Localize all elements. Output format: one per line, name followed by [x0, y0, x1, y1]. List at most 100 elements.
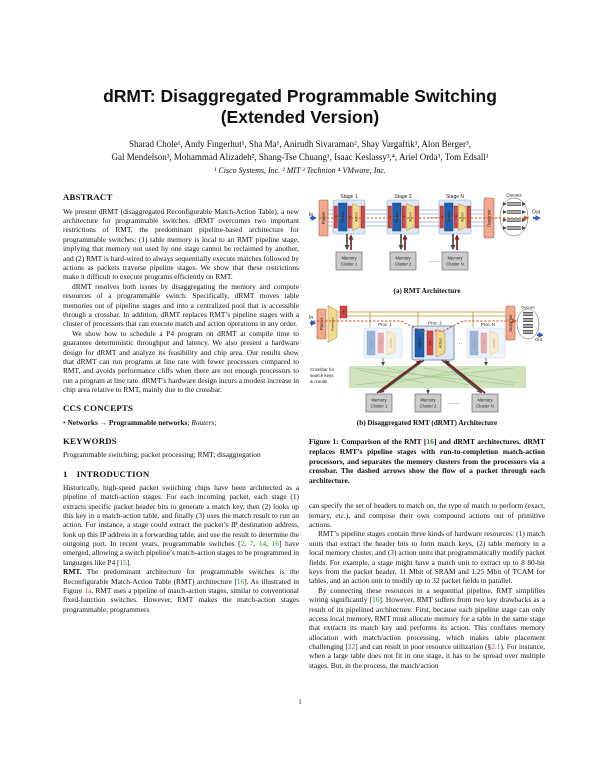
match-label: Match [340, 212, 345, 223]
memory-ellipsis: ······· [429, 259, 441, 265]
queue-icon [523, 329, 533, 334]
memory-cluster-2: Memory Cluster 2 [389, 252, 417, 271]
distributor-block [327, 304, 338, 343]
text-segment: By connecting these resources in a seque… [309, 585, 545, 605]
search-key-arrow-icon [379, 358, 425, 393]
memory-cluster-label: Cluster 1 [371, 403, 388, 408]
text-segment: , [253, 539, 259, 549]
memory-cluster-label: Memory [420, 397, 436, 402]
match-label: Match [472, 337, 476, 347]
text-segment: ] have emerged, allowing a switch pipeli… [63, 539, 299, 567]
memory-cluster-label: Cluster 2 [395, 262, 412, 267]
title-block: dRMT: Disaggregated Programmable Switchi… [0, 0, 600, 175]
introduction-heading: 1 INTRODUCTION [63, 469, 299, 480]
crossbar-label: search keys [310, 373, 334, 378]
text-segment: , [266, 539, 272, 549]
citation-link[interactable]: 15 [119, 557, 127, 567]
text-segment: Programmable switching; packet processin… [63, 450, 261, 460]
stage-label: Stage N [446, 194, 464, 200]
memory-cluster-n: Memory Cluster N [441, 252, 469, 271]
parser-label: Parser [319, 317, 324, 330]
text-segment: ]. As illustrated in Figure [63, 576, 299, 596]
citation-link[interactable]: 16 [236, 576, 245, 586]
match-label: Match [394, 212, 399, 223]
memory-cluster-n: Memory Cluster N [471, 393, 499, 412]
pkt-label: Pkt [454, 215, 458, 219]
memory-cluster-label: Memory [447, 256, 463, 261]
text-segment: RMT’s pipeline stages contain three kind… [309, 529, 545, 586]
text-segment: Networks [67, 417, 98, 427]
text-segment: ; [187, 417, 192, 427]
rmt-stage-1: Stage 1 Pkt Match Pkt Action [332, 194, 366, 251]
citation-link[interactable]: 22 [347, 642, 356, 652]
distributor-label: Distributor [331, 317, 335, 331]
memory-cluster-label: Cluster 2 [420, 403, 437, 408]
body-paragraph: can specify the set of headers to match … [309, 501, 545, 529]
crossbar-label: Crossbar for [310, 367, 335, 372]
processor-ellipsis: ··· [457, 341, 462, 347]
memory-cluster-label: Memory [395, 256, 411, 261]
memory-cluster-label: Cluster N [446, 262, 463, 267]
citation-link[interactable]: 16 [271, 539, 279, 549]
text-segment: → [97, 417, 109, 427]
out-label: Out [535, 337, 543, 342]
affiliations: ¹ Cisco Systems, Inc. ² MIT ³ Technion ⁴… [214, 166, 386, 176]
text-segment: Programmable networks [108, 417, 188, 427]
text-segment: dRMT resolves both issues by disaggregat… [63, 281, 299, 329]
memory-cluster-label: Cluster 1 [341, 262, 358, 267]
in-label: In [309, 212, 313, 218]
figure-1b-drmt-architecture: In Parser Distributor Pkt Mat [309, 304, 544, 412]
subfigure-a-caption: (a) RMT Architecture [393, 287, 461, 296]
ccs-concepts-line: • Networks → Programmable networks; Rout… [63, 418, 299, 427]
pkt-label: Pkt [388, 215, 392, 219]
result-arrow-icon [376, 359, 422, 394]
citation-link[interactable]: 2 [240, 539, 245, 549]
processor-label: Proc. N [481, 322, 495, 327]
processor-n: Match Pkt Action [466, 327, 506, 358]
queue-icon [502, 210, 526, 215]
action-label: Action [389, 338, 393, 347]
packet-flow-arrow [313, 318, 517, 332]
memory-ellipsis: ······· [449, 401, 461, 407]
section-title: INTRODUCTION [76, 468, 150, 479]
abstract-heading: ABSTRACT [63, 192, 113, 203]
match-label: Match [446, 212, 451, 223]
text-segment: We present dRMT (disaggregated Reconfigu… [63, 206, 299, 282]
text-segment: We show how to schedule a P4 program on … [63, 328, 299, 395]
citation-link[interactable]: 16 [372, 595, 380, 605]
stage-label: Stage 2 [394, 194, 411, 200]
result-arrow-icon [444, 359, 486, 394]
memory-cluster-label: Cluster N [476, 403, 493, 408]
internal-ref-link[interactable]: 1a [84, 586, 92, 596]
text-segment: RMT. [63, 567, 82, 577]
keywords-line: Programmable switching; packet processin… [63, 450, 299, 459]
queue-icon [523, 317, 533, 322]
queue-icon [502, 218, 526, 223]
memory-cluster-1: Memory Cluster 1 [365, 393, 393, 412]
citation-link[interactable]: 7 [249, 539, 254, 549]
processor-label: Proc. 2 [428, 320, 442, 325]
stage-ellipsis: ······· [429, 215, 441, 221]
queue-icon [502, 226, 526, 231]
author-line-1: Sharad Chole¹, Andy Fingerhut¹, Sha Ma¹,… [129, 139, 471, 150]
memory-cluster-1: Memory Cluster 1 [335, 252, 363, 271]
queue-icon [502, 202, 526, 207]
citation-link[interactable]: 14 [258, 539, 267, 549]
rmt-stage-2: Stage 2 Pkt Match Pkt Action [386, 194, 420, 251]
processor-label: Proc. 1 [378, 322, 392, 327]
crossbar-label: & results [310, 379, 328, 384]
figure-1: In Parser Stage 1 Pkt Match Pkt [309, 190, 545, 486]
intro-paragraph-rmt: RMT. The predominant architecture for pr… [63, 567, 299, 614]
internal-ref-link[interactable]: 2.1 [491, 642, 501, 652]
pkt-label: Pkt [428, 340, 432, 345]
section-number: 1 [63, 468, 68, 479]
text-segment: ]. [126, 557, 132, 567]
queues-group: Queues [499, 193, 529, 237]
page-number: 1 [298, 698, 302, 706]
match-label: Match [417, 336, 422, 348]
pkt-label: Pkt [334, 215, 338, 219]
citation-link[interactable]: 16 [426, 436, 434, 446]
text-segment: Routers [191, 417, 215, 427]
processor-2: Match Pkt Action [411, 325, 455, 361]
crossbar [349, 365, 526, 388]
